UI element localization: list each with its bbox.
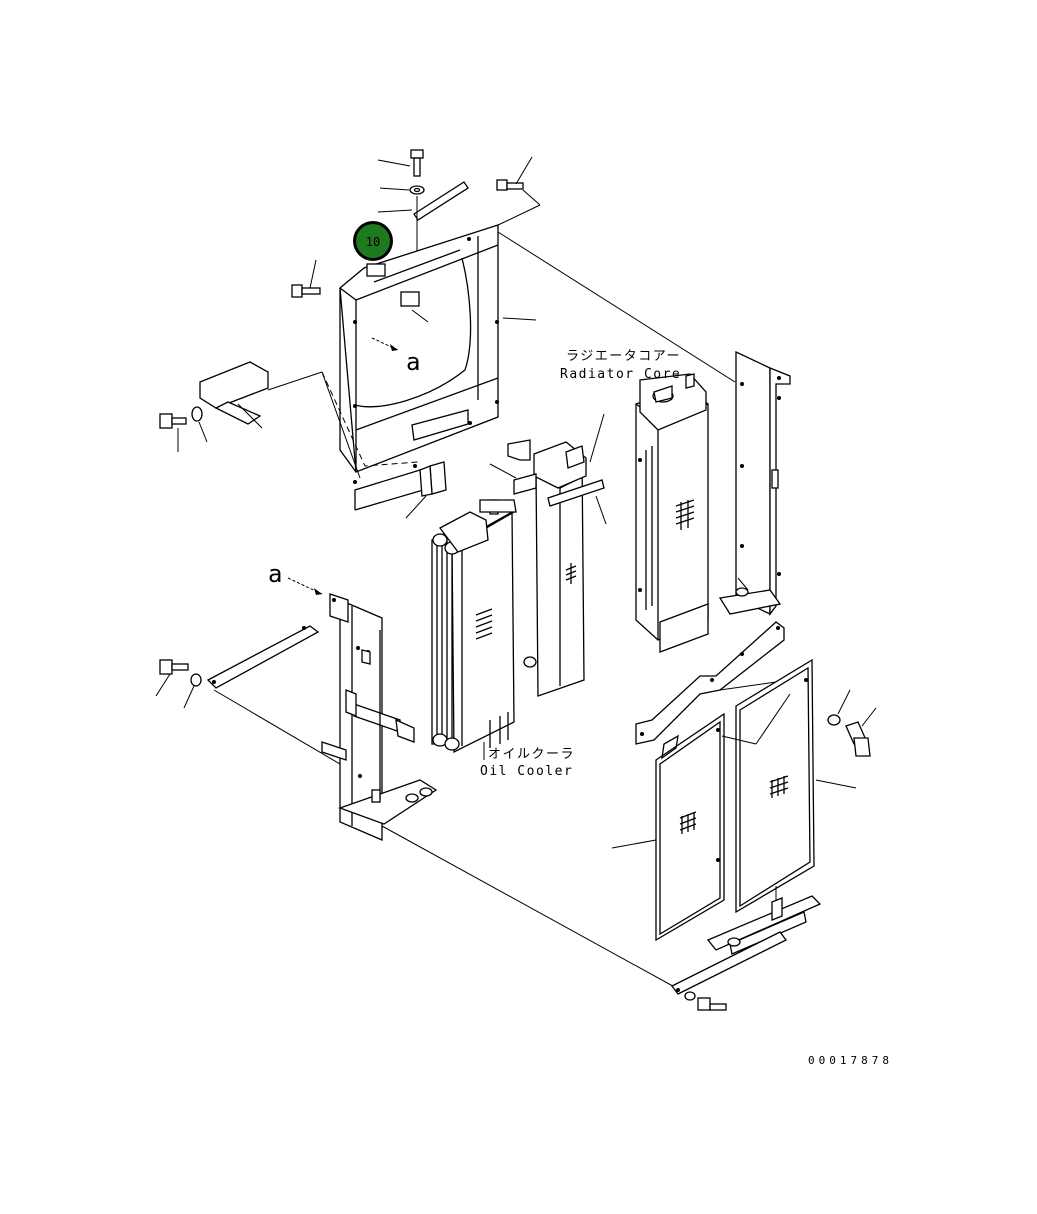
callout-number: 10: [366, 235, 380, 249]
radiator-label-en: Radiator Core: [560, 367, 681, 382]
left-washer-lower: [183, 673, 202, 709]
left-side-cover: [611, 712, 725, 942]
shroud-side-bolt: [291, 259, 321, 298]
radiator-core: ラジエータコアー Radiator Core: [560, 349, 709, 653]
top-bracket-plate: [377, 181, 469, 262]
top-washer: [379, 185, 425, 195]
view-a-label-lower: a: [268, 560, 282, 588]
small-cover-plate: [199, 361, 269, 429]
shroud-connector-lines: [267, 231, 736, 479]
upper-right-bolt: [495, 156, 541, 227]
drawing-number: 00017878: [808, 1054, 893, 1067]
cover-frame-bracket: [635, 621, 791, 745]
right-side-bracket: [718, 350, 791, 616]
view-a-arrow-upper: a: [371, 337, 420, 376]
radiator-label-jp: ラジエータコアー: [566, 349, 681, 364]
right-side-cover: [721, 658, 857, 914]
right-washer: [827, 689, 851, 726]
cover-bottom-rail: [706, 886, 822, 955]
horizontal-stay-bar: [206, 625, 341, 765]
left-washer-upper: [191, 406, 208, 443]
top-bolt: [377, 149, 424, 177]
left-bolt-upper: [159, 413, 187, 452]
view-a-label-upper: a: [406, 348, 420, 376]
view-a-arrow-lower: a: [268, 560, 323, 595]
oil-cooler-label-jp: オイルクーラ: [488, 747, 575, 762]
oil-cooler-label-en: Oil Cooler: [480, 764, 573, 779]
bottom-stay-bar: [671, 931, 787, 1001]
oil-cooler: オイルクーラ Oil Cooler: [431, 499, 575, 779]
left-bolt-lower: [155, 659, 189, 697]
middle-cooler-core: [489, 413, 607, 697]
rubber-mount-block: [405, 461, 447, 519]
wing-bolt: [845, 707, 877, 757]
left-support-bracket: [321, 593, 681, 991]
callout-bubble-10[interactable]: 10: [353, 221, 393, 261]
fan-shroud: [339, 224, 537, 511]
bottom-bolt: [697, 997, 727, 1011]
